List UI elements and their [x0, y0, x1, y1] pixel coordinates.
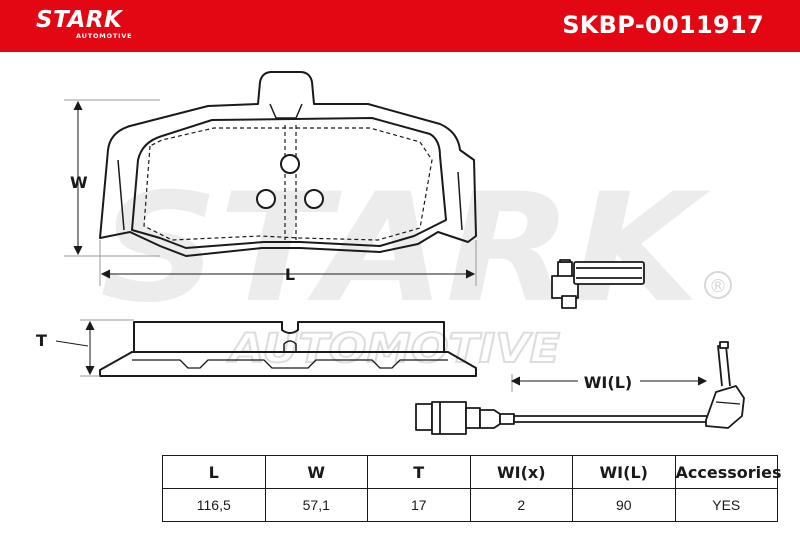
watermark: STARK AUTOMOTIVE ®: [100, 162, 732, 373]
part-number: SKBP-0011917: [562, 11, 764, 39]
mounting-bolt: [551, 259, 645, 309]
column-header-t: T: [367, 455, 471, 489]
wear-indicator-length-label: WI(L): [584, 373, 632, 392]
header-bar: STARK AUTOMOTIVE SKBP-0011917: [0, 0, 800, 52]
column-header-l: L: [162, 455, 266, 489]
wear-indicator-dimension: [510, 374, 708, 392]
table-row: 116,5 57,1 17 2 90 YES: [162, 488, 778, 522]
thickness-label: T: [36, 331, 47, 350]
wear-indicator-sensor: [415, 341, 745, 435]
column-header-accessories: Accessories: [674, 455, 782, 489]
length-label: L: [285, 265, 295, 284]
cell-t: 17: [367, 488, 471, 522]
thickness-dimension: [55, 319, 134, 377]
column-header-wi-x: WI(x): [469, 455, 573, 489]
registered-mark: ®: [709, 276, 727, 297]
registered-circle: [704, 271, 732, 299]
cell-accessories: YES: [674, 488, 778, 522]
brake-pad-front-view: [99, 71, 477, 257]
cell-wi-l: 90: [572, 488, 676, 522]
stark-logo: STARK AUTOMOTIVE: [36, 8, 132, 40]
watermark-main-text: STARK: [100, 162, 711, 336]
brake-pad-hidden-lines: [143, 125, 433, 241]
technical-drawing: STARK AUTOMOTIVE ® W L: [36, 71, 745, 435]
brake-pad-holes: [256, 154, 324, 209]
column-header-w: W: [264, 455, 368, 489]
cell-w: 57,1: [264, 488, 368, 522]
table-header-row: L W T WI(x) WI(L) Accessories: [162, 455, 782, 489]
logo-sub-text: AUTOMOTIVE: [76, 32, 133, 40]
specification-table: L W T WI(x) WI(L) Accessories 116,5 57,1…: [162, 455, 782, 522]
width-label: W: [70, 173, 88, 192]
cell-l: 116,5: [162, 488, 266, 522]
logo-main-text: STARK: [36, 7, 123, 33]
watermark-sub-text: AUTOMOTIVE: [227, 326, 560, 372]
cell-wi-x: 2: [469, 488, 573, 522]
column-header-wi-l: WI(L): [572, 455, 676, 489]
length-dimension: [99, 240, 477, 286]
width-dimension: [64, 99, 160, 257]
